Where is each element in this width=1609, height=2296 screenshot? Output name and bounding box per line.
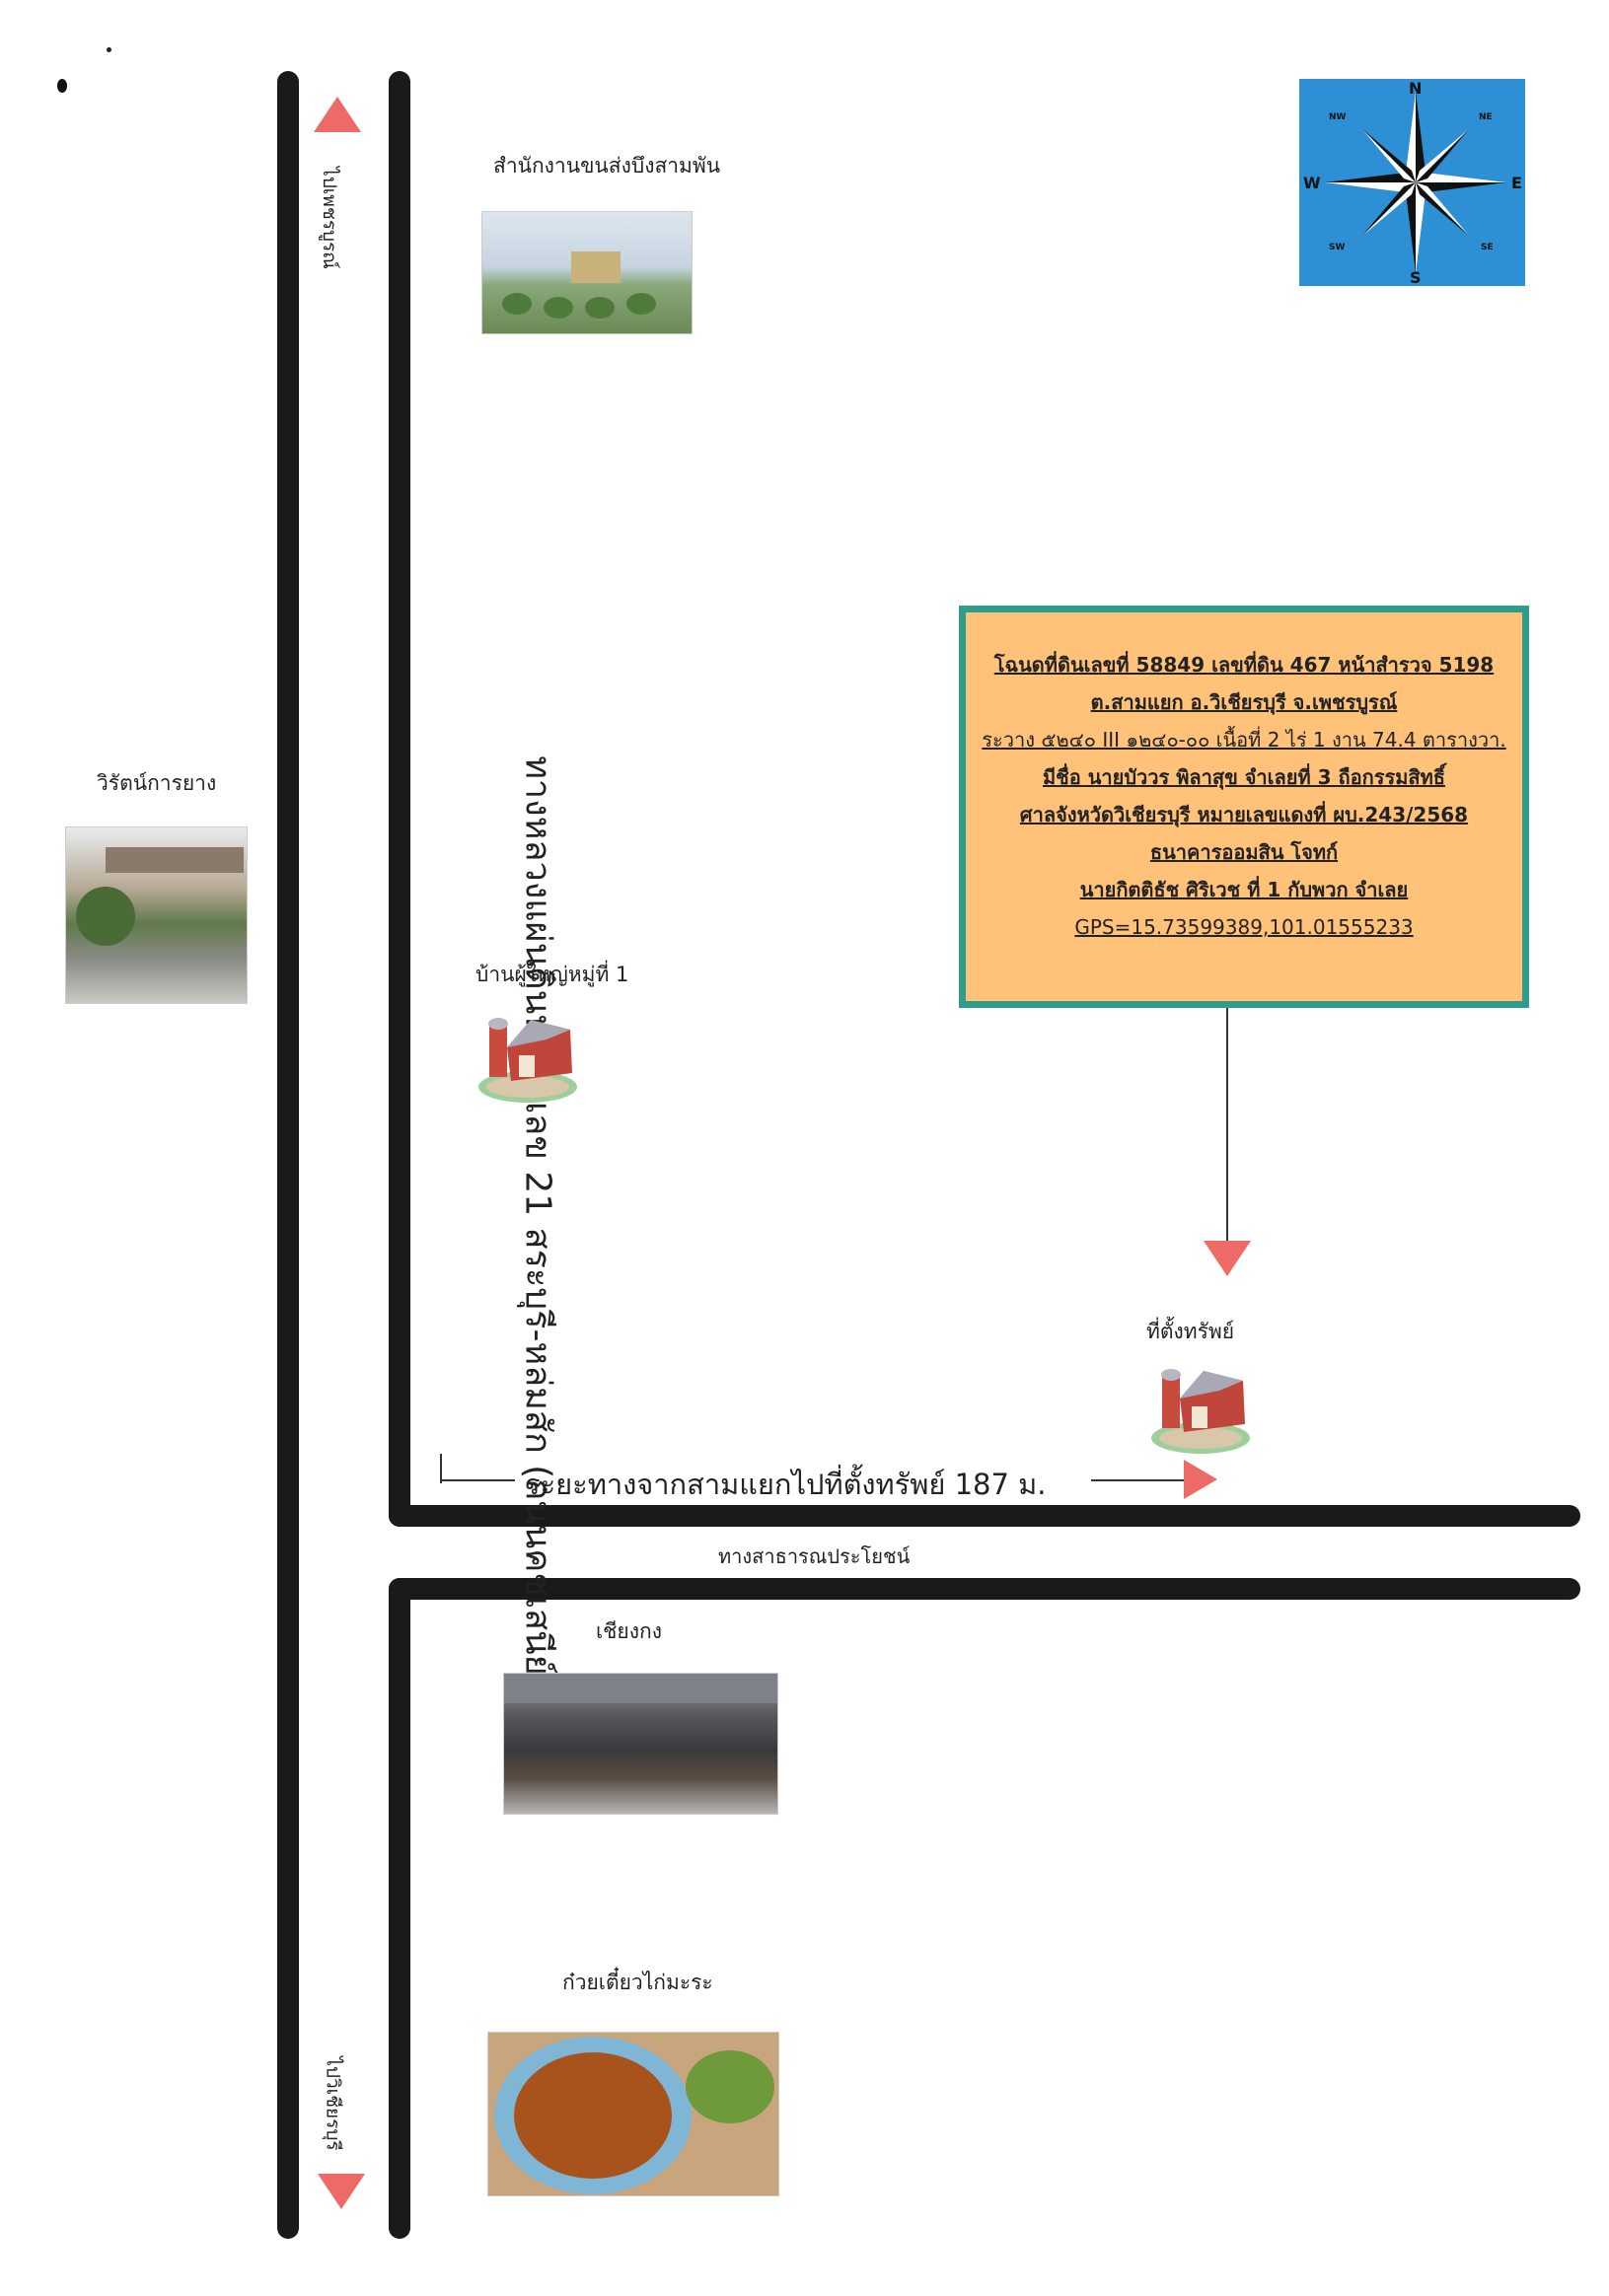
compass-ne: NE xyxy=(1479,112,1493,122)
scan-speck xyxy=(107,47,111,52)
info-deed-number: โฉนดที่ดินเลขที่ 58849 เลขที่ดิน 467 หน้… xyxy=(993,653,1495,677)
south-arrow xyxy=(318,2174,365,2209)
compass-star-icon xyxy=(1325,92,1506,273)
village-head-label: บ้านผู้ใหญ่หมู่ที่ 1 xyxy=(475,963,629,986)
distance-label: ระยะทางจากสามแยกไปที่ตั้งทรัพย์ 187 ม. xyxy=(525,1468,1047,1501)
highway-right-edge xyxy=(389,71,410,1527)
info-defendant: นายกิตติธัช ศิริเวช ที่ 1 กับพวก จำเลย xyxy=(1079,878,1409,901)
rubber-shop-label: วิรัตน์การยาง xyxy=(97,771,217,795)
pointer-line xyxy=(1226,1008,1228,1241)
to-south-label: ไปวิเชียรบุรี xyxy=(322,2056,344,2151)
junkyard-photo xyxy=(503,1673,778,1815)
transport-office-photo xyxy=(481,211,693,334)
to-north-label: ไปเพชรบูรณ์ xyxy=(318,167,340,269)
compass-w: W xyxy=(1303,174,1321,192)
compass-sw: SW xyxy=(1329,243,1346,252)
transport-office-label: สำนักงานขนส่งบึงสามพัน xyxy=(493,154,721,178)
info-court: ศาลจังหวัดวิเชียรบุรี หมายเลขแดงที่ ผบ.2… xyxy=(1019,803,1469,826)
info-gps: GPS=15.73599389,101.01555233 xyxy=(1074,915,1414,939)
info-location: ต.สามแยก อ.วิเชียรบุรี จ.เพชรบูรณ์ xyxy=(1090,690,1398,714)
compass-rose: N S E W NE NW SE SW xyxy=(1299,79,1525,287)
highway-left-edge xyxy=(277,71,299,2239)
distance-arrowhead xyxy=(1184,1460,1217,1499)
distance-line-left xyxy=(440,1479,515,1481)
compass-n: N xyxy=(1409,79,1423,98)
distance-line-right xyxy=(1091,1479,1186,1481)
property-barn-icon xyxy=(1150,1353,1251,1460)
scan-speck xyxy=(57,79,67,93)
property-info-box: โฉนดที่ดินเลขที่ 58849 เลขที่ดิน 467 หน้… xyxy=(959,606,1529,1008)
distance-start-tick xyxy=(440,1454,442,1483)
compass-s: S xyxy=(1410,268,1422,287)
junkyard-label: เชียงกง xyxy=(596,1619,662,1643)
side-road-north-edge xyxy=(389,1505,1580,1527)
rubber-shop-photo xyxy=(65,826,248,1004)
compass-se: SE xyxy=(1481,243,1494,252)
noodle-shop-photo xyxy=(487,2032,779,2196)
side-road-south-edge xyxy=(389,1578,1580,1600)
info-owner: มีชื่อ นายบัววร พิลาสุข จำเลยที่ 3 ถือกร… xyxy=(1042,765,1445,789)
noodle-shop-label: ก๋วยเตี๋ยวไก่มะระ xyxy=(562,1971,713,1994)
compass-e: E xyxy=(1511,174,1522,192)
north-arrow xyxy=(314,97,361,132)
pointer-arrowhead xyxy=(1204,1241,1251,1276)
info-area: ระวาง ๕๒๔๐ III ๑๒๔๐-๐๐ เนื้อที่ 2 ไร่ 1 … xyxy=(982,728,1506,752)
highway-right-edge-south xyxy=(389,1578,410,2239)
property-label: ที่ตั้งทรัพย์ xyxy=(1146,1320,1235,1343)
barn-icon xyxy=(477,1002,578,1109)
info-plaintiff: ธนาคารออมสิน โจทก์ xyxy=(1149,840,1339,864)
compass-nw: NW xyxy=(1329,112,1347,122)
highway-label: ทางหลวงแผ่นดินหมายเลข 21 สระบุรี-หล่มสัก… xyxy=(517,755,558,1689)
side-road-label: ทางสาธารณประโยชน์ xyxy=(718,1544,911,1568)
